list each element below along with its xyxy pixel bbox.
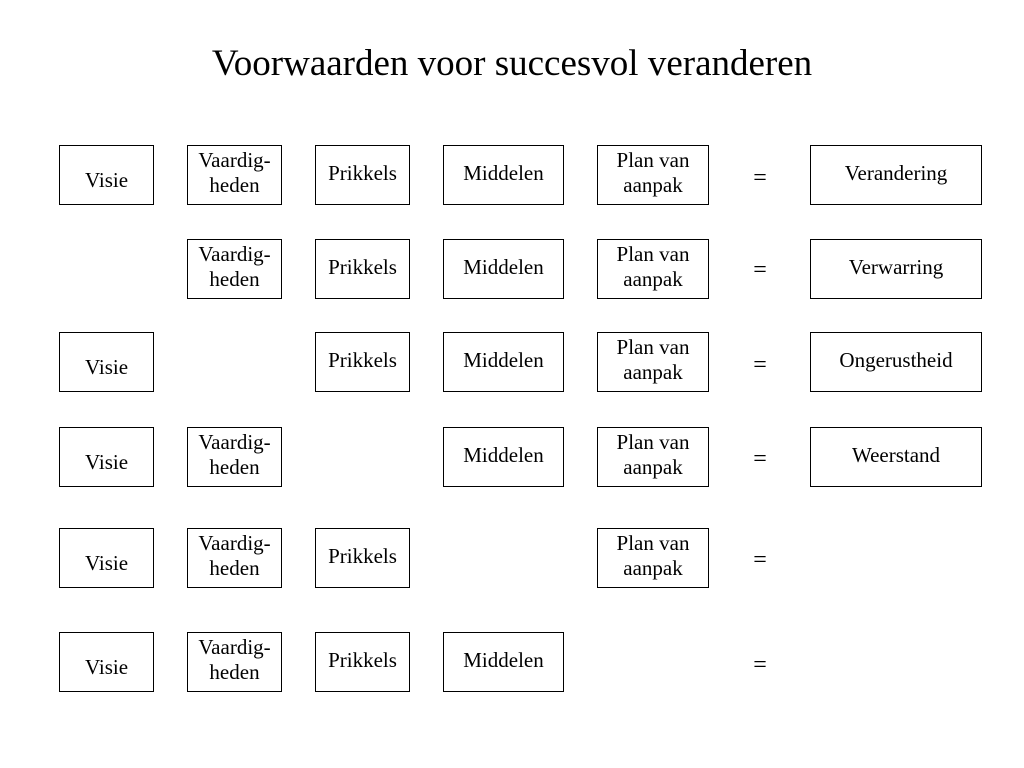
- box-visie: Visie: [59, 632, 154, 692]
- box-middelen: Middelen: [443, 239, 564, 299]
- box-middelen: Middelen: [443, 427, 564, 487]
- box-visie: Visie: [59, 145, 154, 205]
- box-vaardigheden: Vaardig-heden: [187, 528, 282, 588]
- box-label-line2: heden: [209, 455, 260, 479]
- box-label-line2: heden: [209, 173, 260, 197]
- box-label: Visie: [84, 354, 129, 379]
- box-label: Middelen: [463, 442, 544, 467]
- outcome-label: Verandering: [844, 160, 948, 185]
- box-label: Visie: [84, 449, 129, 474]
- box-label: Prikkels: [328, 254, 397, 279]
- equals-sign: =: [753, 652, 767, 678]
- box-label: Visie: [84, 167, 129, 192]
- equals-sign: =: [753, 165, 767, 191]
- equals-sign: =: [753, 257, 767, 283]
- box-visie: Visie: [59, 427, 154, 487]
- box-label-line1: Vaardig-: [198, 242, 271, 266]
- box-vaardigheden: Vaardig-heden: [187, 239, 282, 299]
- outcome-box: Ongerustheid: [810, 332, 982, 392]
- box-label-line2: aanpak: [623, 267, 683, 291]
- equals-sign: =: [753, 547, 767, 573]
- box-label: Prikkels: [328, 543, 397, 568]
- box-vaardigheden: Vaardig-heden: [187, 427, 282, 487]
- slide-title: Voorwaarden voor succesvol veranderen: [211, 43, 813, 84]
- box-label-line2: aanpak: [623, 556, 683, 580]
- outcome-box: Verwarring: [810, 239, 982, 299]
- box-label-line1: Plan van: [616, 242, 690, 266]
- box-vaardigheden: Vaardig-heden: [187, 632, 282, 692]
- box-middelen: Middelen: [443, 632, 564, 692]
- box-visie: Visie: [59, 332, 154, 392]
- box-prikkels: Prikkels: [315, 632, 410, 692]
- box-label-line1: Vaardig-: [198, 430, 271, 454]
- box-prikkels: Prikkels: [315, 528, 410, 588]
- box-label-line1: Plan van: [616, 430, 690, 454]
- box-middelen: Middelen: [443, 332, 564, 392]
- box-label: Visie: [84, 550, 129, 575]
- box-label-line1: Plan van: [616, 148, 690, 172]
- box-middelen: Middelen: [443, 145, 564, 205]
- outcome-box: Verandering: [810, 145, 982, 205]
- box-prikkels: Prikkels: [315, 332, 410, 392]
- box-label-line2: heden: [209, 267, 260, 291]
- box-label: Middelen: [463, 160, 544, 185]
- box-label-line2: aanpak: [623, 360, 683, 384]
- box-label: Prikkels: [328, 647, 397, 672]
- box-label-line2: aanpak: [623, 173, 683, 197]
- box-label-line2: aanpak: [623, 455, 683, 479]
- box-vaardigheden: Vaardig-heden: [187, 145, 282, 205]
- box-label: Visie: [84, 654, 129, 679]
- box-label-line1: Vaardig-: [198, 635, 271, 659]
- box-label-line1: Plan van: [616, 531, 690, 555]
- box-prikkels: Prikkels: [315, 239, 410, 299]
- outcome-box: Weerstand: [810, 427, 982, 487]
- box-label: Prikkels: [328, 347, 397, 372]
- box-label-line2: heden: [209, 556, 260, 580]
- outcome-label: Verwarring: [848, 254, 944, 279]
- box-label-line1: Vaardig-: [198, 531, 271, 555]
- equals-sign: =: [753, 352, 767, 378]
- box-label-line2: heden: [209, 660, 260, 684]
- box-label: Prikkels: [328, 160, 397, 185]
- box-label: Middelen: [463, 647, 544, 672]
- box-prikkels: Prikkels: [315, 145, 410, 205]
- outcome-label: Weerstand: [851, 442, 941, 467]
- box-label: Middelen: [463, 347, 544, 372]
- box-visie: Visie: [59, 528, 154, 588]
- outcome-label: Ongerustheid: [839, 347, 953, 372]
- equals-sign: =: [753, 446, 767, 472]
- box-label-line1: Vaardig-: [198, 148, 271, 172]
- box-label-line1: Plan van: [616, 335, 690, 359]
- box-label: Middelen: [463, 254, 544, 279]
